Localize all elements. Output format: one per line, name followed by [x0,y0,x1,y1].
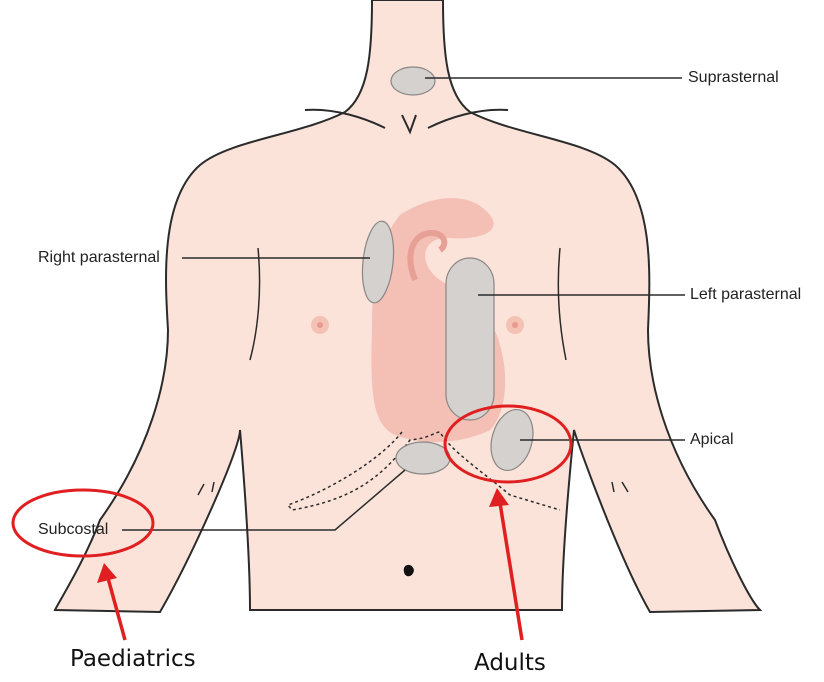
label-apical: Apical [690,432,734,448]
window-left-parasternal [446,258,494,420]
callout-paediatrics: Paediatrics [70,648,196,671]
nipple-left-center [317,322,323,328]
window-subcostal [396,442,450,474]
label-subcostal: Subcostal [38,522,108,538]
label-suprasternal: Suprasternal [688,70,779,86]
nipple-right-center [512,322,518,328]
label-right-parasternal: Right parasternal [38,250,160,266]
label-left-parasternal: Left parasternal [690,287,801,303]
window-suprasternal [391,67,435,95]
callout-adults: Adults [474,652,546,675]
